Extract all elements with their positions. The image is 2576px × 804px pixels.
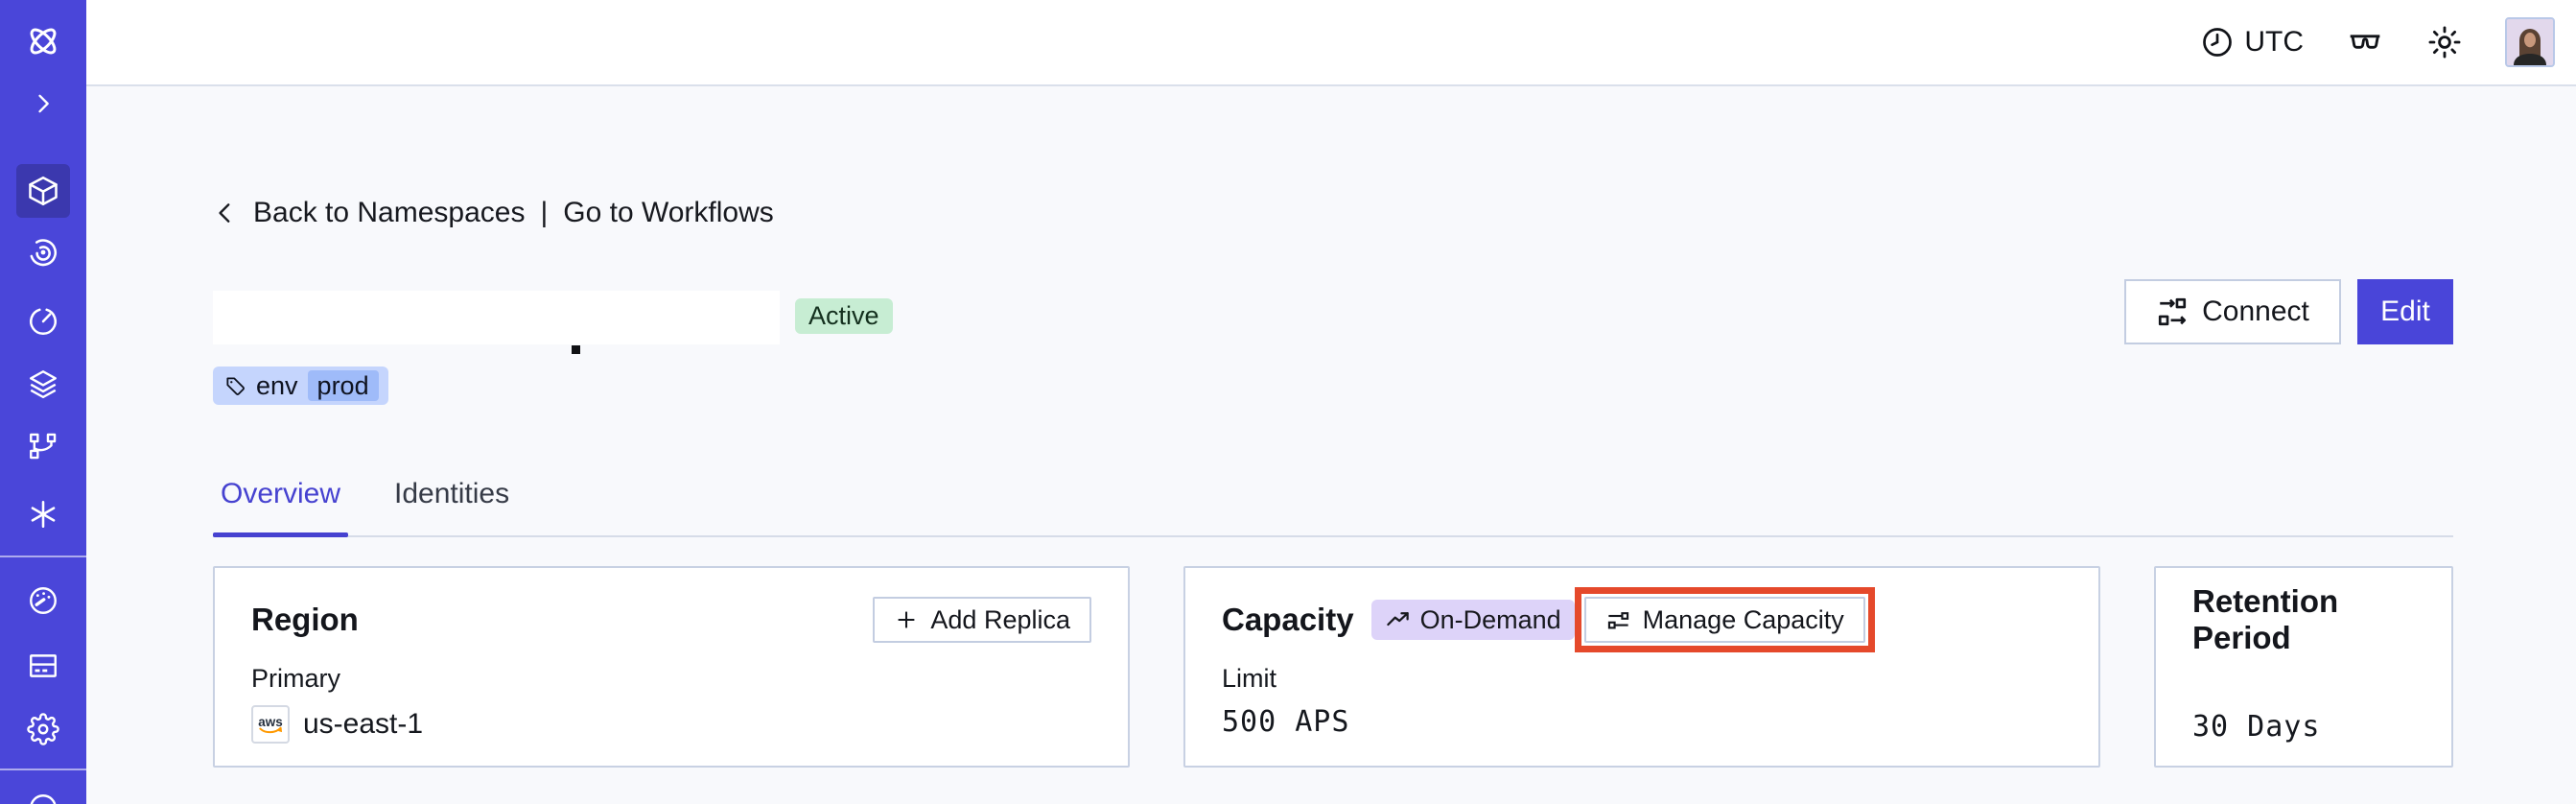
tag-value: prod bbox=[307, 370, 379, 401]
capacity-card-title: Capacity bbox=[1222, 602, 1354, 637]
sidebar-item-billing[interactable] bbox=[0, 649, 86, 683]
sidebar-item-usage[interactable] bbox=[0, 583, 86, 618]
redaction-artifact-dot bbox=[572, 345, 580, 354]
region-card: Region Add Replica Primary aws us-east-1 bbox=[213, 566, 1130, 768]
tag-row: env prod bbox=[213, 367, 2453, 405]
glasses-icon bbox=[2350, 35, 2380, 49]
topbar: UTC bbox=[86, 0, 2576, 86]
sidebar-item-namespaces[interactable] bbox=[16, 164, 70, 218]
spiral-icon bbox=[30, 239, 57, 267]
connect-button-label: Connect bbox=[2202, 296, 2309, 327]
manage-capacity-label: Manage Capacity bbox=[1642, 604, 1844, 634]
breadcrumb: Back to Namespaces | Go to Workflows bbox=[213, 197, 2453, 229]
title-actions: Connect Edit bbox=[2124, 279, 2453, 344]
clock-icon bbox=[2203, 28, 2233, 57]
capacity-field-label: Limit bbox=[1222, 664, 1277, 693]
edit-button[interactable]: Edit bbox=[2357, 279, 2453, 344]
tag-icon bbox=[226, 376, 245, 395]
timezone-label: UTC bbox=[2244, 26, 2304, 58]
avatar-portrait bbox=[2507, 19, 2553, 65]
sidebar-divider bbox=[0, 556, 86, 557]
on-demand-badge: On-Demand bbox=[1370, 600, 1575, 640]
capacity-value: 500 APS bbox=[1222, 705, 1350, 739]
credit-card-icon bbox=[30, 654, 57, 677]
breadcrumb-workflows-link[interactable]: Go to Workflows bbox=[563, 197, 774, 228]
sidebar-item-support[interactable] bbox=[0, 791, 86, 804]
chevron-left-icon[interactable] bbox=[213, 201, 238, 225]
breadcrumb-back-link[interactable]: Back to Namespaces bbox=[253, 197, 526, 228]
sidebar-item-monitoring[interactable] bbox=[0, 235, 86, 270]
trending-up-icon bbox=[1386, 611, 1409, 626]
retention-card: Retention Period 30 Days bbox=[2154, 566, 2453, 768]
sliders-icon bbox=[1607, 611, 1628, 628]
sidebar-item-settings[interactable] bbox=[0, 712, 86, 746]
manage-capacity-button[interactable]: Manage Capacity bbox=[1583, 597, 1865, 643]
svg-text:aws: aws bbox=[258, 715, 282, 729]
circle-icon bbox=[30, 794, 57, 804]
edit-button-label: Edit bbox=[2380, 296, 2430, 327]
retention-value: 30 Days bbox=[2192, 710, 2321, 744]
connect-icon bbox=[2159, 297, 2187, 326]
annotation-highlight-box: Manage Capacity bbox=[1574, 587, 1875, 652]
aws-logo-icon: aws bbox=[258, 715, 283, 734]
layers-icon bbox=[30, 370, 57, 399]
timer-icon bbox=[30, 308, 57, 335]
on-demand-label: On-Demand bbox=[1419, 604, 1561, 634]
sun-icon bbox=[2428, 26, 2461, 59]
aws-provider-badge: aws bbox=[251, 705, 290, 744]
sidebar-item-batch-operations[interactable] bbox=[0, 429, 86, 463]
pipeline-icon bbox=[30, 433, 57, 460]
overview-cards: Region Add Replica Primary aws us-east-1 bbox=[213, 566, 2453, 768]
tag-key: env bbox=[256, 370, 298, 400]
connect-button[interactable]: Connect bbox=[2124, 279, 2341, 344]
theme-toggle-button[interactable] bbox=[2426, 24, 2463, 60]
sidebar-item-schedules[interactable] bbox=[0, 304, 86, 339]
glasses-toggle-button[interactable] bbox=[2346, 23, 2384, 61]
gauge-icon bbox=[30, 587, 57, 614]
breadcrumb-separator: | bbox=[540, 197, 549, 228]
sidebar-divider bbox=[0, 769, 86, 770]
tab-identities[interactable]: Identities bbox=[394, 478, 510, 509]
namespace-title-redacted bbox=[213, 291, 780, 344]
tab-overview[interactable]: Overview bbox=[213, 476, 349, 537]
add-replica-button[interactable]: Add Replica bbox=[873, 597, 1091, 643]
sidebar bbox=[0, 0, 86, 804]
sidebar-expand-icon[interactable] bbox=[0, 90, 86, 117]
plus-icon bbox=[898, 611, 916, 628]
capacity-card: Capacity On-Demand bbox=[1183, 566, 2100, 768]
add-replica-label: Add Replica bbox=[930, 604, 1070, 634]
asterisk-icon bbox=[31, 500, 56, 529]
region-card-title: Region bbox=[251, 602, 359, 637]
namespaces-cube-icon bbox=[29, 176, 58, 206]
sidebar-item-deployments[interactable] bbox=[0, 367, 86, 401]
region-field-label: Primary bbox=[251, 664, 340, 693]
main-content: Back to Namespaces | Go to Workflows Act… bbox=[86, 86, 2576, 804]
status-badge: Active bbox=[795, 298, 893, 334]
user-avatar[interactable] bbox=[2505, 17, 2555, 67]
temporal-logo-icon[interactable] bbox=[0, 22, 86, 60]
tab-bar: Overview Identities bbox=[213, 476, 2453, 537]
namespace-title-row: Active Connect Edit bbox=[213, 279, 2453, 354]
namespace-tag-chip: env prod bbox=[213, 367, 388, 405]
timezone-selector[interactable]: UTC bbox=[2200, 25, 2304, 59]
region-value: us-east-1 bbox=[303, 708, 424, 740]
gear-icon bbox=[27, 713, 59, 745]
retention-card-title: Retention Period bbox=[2192, 583, 2339, 655]
sidebar-item-nexus[interactable] bbox=[0, 497, 86, 532]
